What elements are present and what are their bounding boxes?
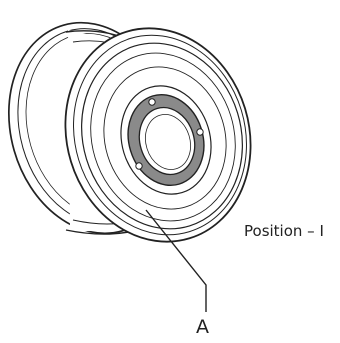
position-label: Position – I [244,222,324,240]
callout-leader-line [145,209,207,312]
mounting-hole [196,128,204,136]
bearing-hub [120,85,212,195]
mounting-hole [148,98,156,106]
mounting-hole [135,162,143,170]
callout-label-a: A [196,316,209,338]
center-bore [138,106,196,176]
